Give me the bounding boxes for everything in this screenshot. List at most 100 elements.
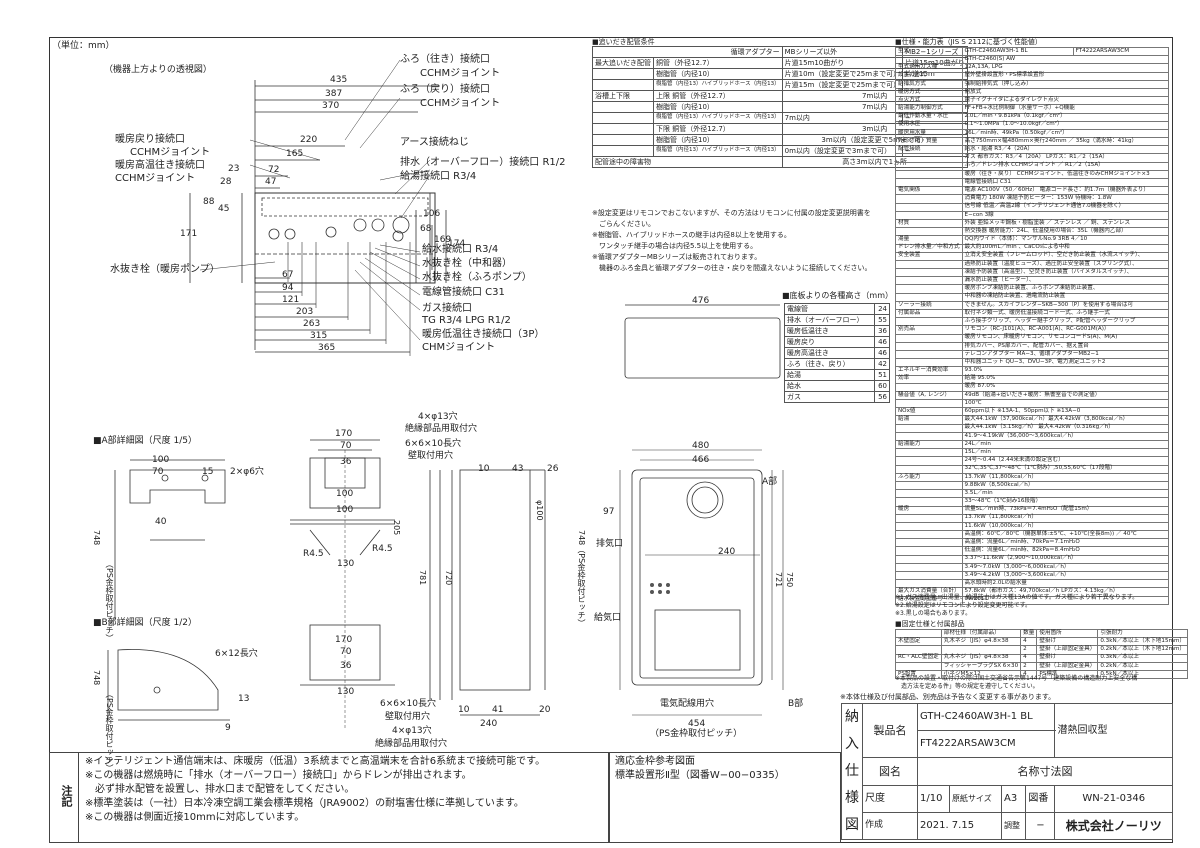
spec-row: 中和器ユニット QU−3、DVU−3P、電力測定ユニット2 <box>895 358 1170 368</box>
detail-a-dim-15: 15 <box>202 467 214 477</box>
spec-row: 最大44.1kW（3.15kg／h） 最大4.42kW（0.316kg／h） <box>895 423 1170 433</box>
dim-88: 88 <box>203 197 215 207</box>
notes-label: 注記 <box>60 785 73 807</box>
spec-row: 排気カバー、PS扉カバー、配管カバー、据え置台 <box>895 341 1170 351</box>
dim-370: 370 <box>322 101 340 111</box>
install-ref-line1: 適応金枠参考図面 <box>615 756 695 767</box>
side-label-insulation-bottom: 絶縁部品用取付穴 <box>375 739 448 749</box>
label-furo-return: ふろ（戻り）接続口 <box>400 84 490 95</box>
label-earth-screw: アース接続ねじ <box>400 137 469 148</box>
fix-table: 部材仕様（付属部品）数量使用箇所引張耐力 木壁固定丸木ネジ（JIS）φ4.8×3… <box>895 628 1189 680</box>
detail-a-dim-40: 40 <box>155 517 167 527</box>
dim-94: 94 <box>282 283 294 293</box>
dim-315: 315 <box>310 331 328 341</box>
spec-row: 信号線 低温／高温2線（インテリジェント通信7.0機器を除く） <box>895 202 1170 212</box>
title-side-label: 納入仕様図 <box>841 703 863 840</box>
spec-row: 安全装置立消え安全装置（フレームロッド）、空だき防止装置（水流スイッチ）、 <box>895 251 1170 261</box>
label-furo-out: ふろ（往き）接続口 <box>400 54 490 65</box>
dim-387: 387 <box>325 89 343 99</box>
install-ref-box <box>609 752 841 843</box>
detail-a-holes: 2×φ6穴 <box>230 467 264 477</box>
side-label-wall-top: 壁取付用穴 <box>408 451 454 461</box>
spec-row: 外形寸法・質量高さ750mm×幅480mm×奥行240mm ／ 35kg（満水時… <box>895 137 1170 147</box>
note-line-1: ※インテリジェント通信端末は、床暖房（低温）3系統までと高温端末を合計6系統まで… <box>85 756 546 767</box>
dim-68: 68 <box>420 224 432 234</box>
detail-a-748: 748 <box>92 530 101 546</box>
spec-note-3: ※3.黒しの場合もあります。 <box>895 610 972 617</box>
spec-row: 付属部品取付ネジ類一式、暖房低温接続コード一式、ふろ継手一式 <box>895 308 1170 319</box>
spec-row: 暖房方式開放式 <box>895 87 1170 98</box>
label-water-supply: 給水接続口 R3/4 <box>422 244 499 255</box>
spec-row: 3.37〜11.6kW（2,900〜10,000kcal／h） <box>895 554 1170 564</box>
product-name-2: FT4222ARSAW3CM <box>916 730 1056 759</box>
spec-row: 32℃,35℃,37〜48℃（1℃刻み）,50,55,60℃（17段階） <box>895 464 1170 474</box>
spec-row: E−con 3線 <box>895 210 1170 220</box>
side-dim-r45b: R4.5 <box>372 544 393 554</box>
label-hot-water: 給湯接続口 R3/4 <box>400 171 477 182</box>
label-drain: 排水（オーバーフロー）接続口 R1/2 <box>400 157 566 168</box>
pipe-note-5: ※循環アダプターMBシリーズは販売されております。 <box>592 253 762 261</box>
side-dim-100a: 100 <box>336 489 354 499</box>
spec-row: ソーラー接続できません。スカイフレンダ−SKB−300（P）を使用する場合は可 <box>895 300 1170 311</box>
spec-row: 暖房流量5L／min時、73kPa＝7.4mH₂O（配管15m） <box>895 505 1170 515</box>
detail-a-dim-100: 100 <box>152 455 170 465</box>
dim-220: 220 <box>300 135 318 145</box>
drawing-label: 図名 <box>862 757 918 786</box>
side-dim-20: 20 <box>539 705 551 715</box>
spec-row: 41.9〜4.19kW（36,000〜3,600kcal／h） <box>895 431 1170 442</box>
spec-row: 材質外装 亜鉛メッキ鋼板・樹脂塗装 ／ ステンレス ／ 銅、ステンレス <box>895 218 1170 229</box>
detail-b-title: ■B部詳細図（尺度 1/2） <box>93 618 198 628</box>
spec-row: 低温側：流量6L／min時、82kPa＝8.4mH₂O <box>895 546 1170 556</box>
product-name-1: GTH-C2460AW3H-1 BL <box>916 702 1056 732</box>
spec-row: 高温側：60℃／80℃（機器単体:±5℃、+10℃(全長8m)) ／ 40℃ <box>895 530 1170 540</box>
label-heat-low: 暖房低温往き接続口（3P） <box>422 329 545 340</box>
label-gas: ガス接続口 <box>422 303 472 314</box>
spec-row: 高水頭時約2.0Lの給水量 <box>895 579 1170 589</box>
label-drain-plug-furo: 水抜き栓（ふろポンプ） <box>422 272 532 283</box>
side-dim-41: 41 <box>492 705 504 715</box>
spec-row: 3.49〜7.0kW（3,000〜6,000kcal／h） <box>895 562 1170 573</box>
side-label-holes-top: 4×φ13穴 <box>418 412 458 422</box>
spec-row: 過熱防止装置（温度ヒューズ）、過圧防止安全装置（スプリング式）、 <box>895 259 1170 270</box>
dim-174: 174 <box>448 239 466 249</box>
side-dim-43: 43 <box>512 464 524 474</box>
spec-row: 24号〜0.44（2.44米未満の設定含む） <box>895 456 1170 466</box>
spec-row: 11.6kW（10,000kcal／h） <box>895 521 1170 532</box>
label-cchm-4: CCHMジョイント <box>115 173 196 184</box>
spec-row: 設置の方式屋外壁掛設置形・PS標準設置形 <box>895 71 1170 81</box>
dim-203: 203 <box>296 307 314 317</box>
view-label: （機器上方よりの透視図） <box>104 65 212 75</box>
side-dim-36b: 36 <box>340 661 352 671</box>
front-dim-97: 97 <box>603 507 615 517</box>
front-label-wiring: 電気配線用穴 <box>660 699 715 709</box>
front-dim-454: 454 <box>688 719 706 729</box>
spec-row: 暖房ポンプ凍結防止装置、ふろポンプ凍結防止装置、 <box>895 284 1170 294</box>
dim-28: 28 <box>220 177 232 187</box>
number-label: 図番 <box>1025 784 1056 813</box>
label-gas-spec: TG R3/4 LPG R1/2 <box>422 315 511 326</box>
spec-row: テレコンアダプター MA−3、循環アダプターMB2−1 <box>895 349 1170 360</box>
product-label: 製品名 <box>862 702 918 759</box>
spec-row: 13.7kW（11,800kcal／h） <box>895 513 1170 523</box>
side-label-holes-bottom: 4×φ13穴 <box>392 726 432 736</box>
pipe-note-1: ※設定変更はリモコンでおこないますが、その方法はリモコンに付属の設定変更説明書を <box>592 209 871 217</box>
footer-note: ※本体仕様及び付属部品、別売品は予告なく変更する事があります。 <box>840 693 1056 701</box>
top-view-dim-476: 476 <box>692 296 710 306</box>
note-line-4: ※標準塗装は（一社）日本冷凍空調工業会標準規格（JRA9002）の耐塩害仕様に準… <box>85 798 524 809</box>
front-dim-pitch: （PS金枠取付ピッチ） <box>650 729 743 739</box>
pipe-note-2: ごらんください。 <box>592 220 655 228</box>
side-dim-205: 205 <box>392 520 401 536</box>
scale-label: 尺度 <box>862 784 918 813</box>
spec-row: ふろ接手クリップ、ヘッダー継手クリップ、P配管ヘッダークリップ <box>895 317 1170 327</box>
title-block: 納入仕様図 製品名 GTH-C2460AW3H-1 BL 潜熱回収型 FT422… <box>841 702 1173 841</box>
pipe-note-4: ワンタッチ継手の場合は内径5.5以上を使用する。 <box>592 242 758 250</box>
revised-label: 調整 <box>1000 811 1027 841</box>
